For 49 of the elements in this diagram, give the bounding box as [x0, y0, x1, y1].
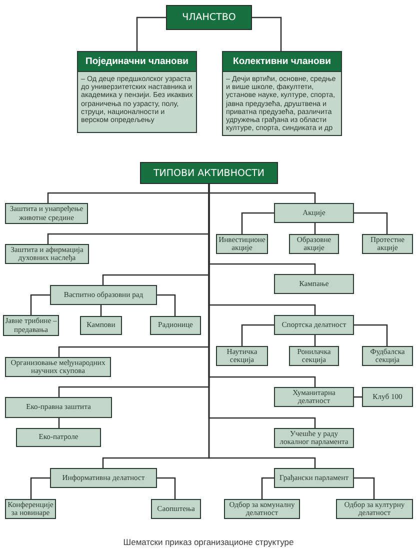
connector-line	[354, 477, 375, 499]
connector-line	[30, 477, 50, 499]
connector-line	[157, 294, 176, 316]
connector-line	[157, 477, 176, 499]
activity-box	[50, 285, 157, 305]
connector-line	[354, 324, 388, 346]
connector-line	[100, 305, 102, 316]
activity-box	[5, 357, 111, 377]
activity-box	[362, 234, 413, 254]
caption-text: Шематски приказ организационе структуре	[123, 537, 294, 547]
connector-line	[354, 212, 388, 234]
activity-box	[362, 346, 413, 366]
card-heading: Колективни чланови	[223, 52, 341, 72]
connector-line	[136, 16, 166, 51]
heading-box	[140, 162, 278, 184]
heading-box	[166, 5, 252, 30]
activity-box	[5, 397, 112, 418]
member-card	[222, 51, 342, 136]
activity-box	[274, 274, 354, 294]
activity-box	[289, 346, 339, 366]
heading-label: ТИПОВИ АКТИВНОСТИ	[153, 168, 264, 178]
activity-box	[151, 499, 201, 519]
activity-box	[16, 428, 101, 447]
activity-box	[224, 499, 300, 519]
connector-line	[30, 294, 50, 315]
connector-line	[58, 418, 60, 428]
activity-box	[50, 468, 157, 488]
activity-box	[274, 203, 354, 223]
connector-line	[241, 324, 274, 346]
activity-box	[150, 316, 201, 335]
activity-box	[336, 499, 413, 519]
connector-line	[252, 16, 282, 51]
activity-box	[289, 234, 339, 254]
activity-box	[274, 428, 354, 448]
connector-line	[314, 335, 316, 346]
activity-box	[216, 346, 268, 366]
activity-box	[362, 387, 413, 407]
member-card	[77, 51, 197, 133]
connector-line	[241, 212, 274, 234]
activity-box	[274, 315, 354, 335]
connector-line	[314, 223, 316, 234]
activity-box	[274, 468, 354, 488]
connector-line	[261, 477, 274, 499]
card-heading: Појединачни чланови	[78, 52, 196, 72]
activity-box	[5, 244, 89, 264]
activity-box	[5, 203, 88, 224]
activity-box	[80, 316, 122, 335]
activity-box	[274, 387, 354, 407]
heading-label: ЧЛАНСТВО	[182, 12, 236, 23]
